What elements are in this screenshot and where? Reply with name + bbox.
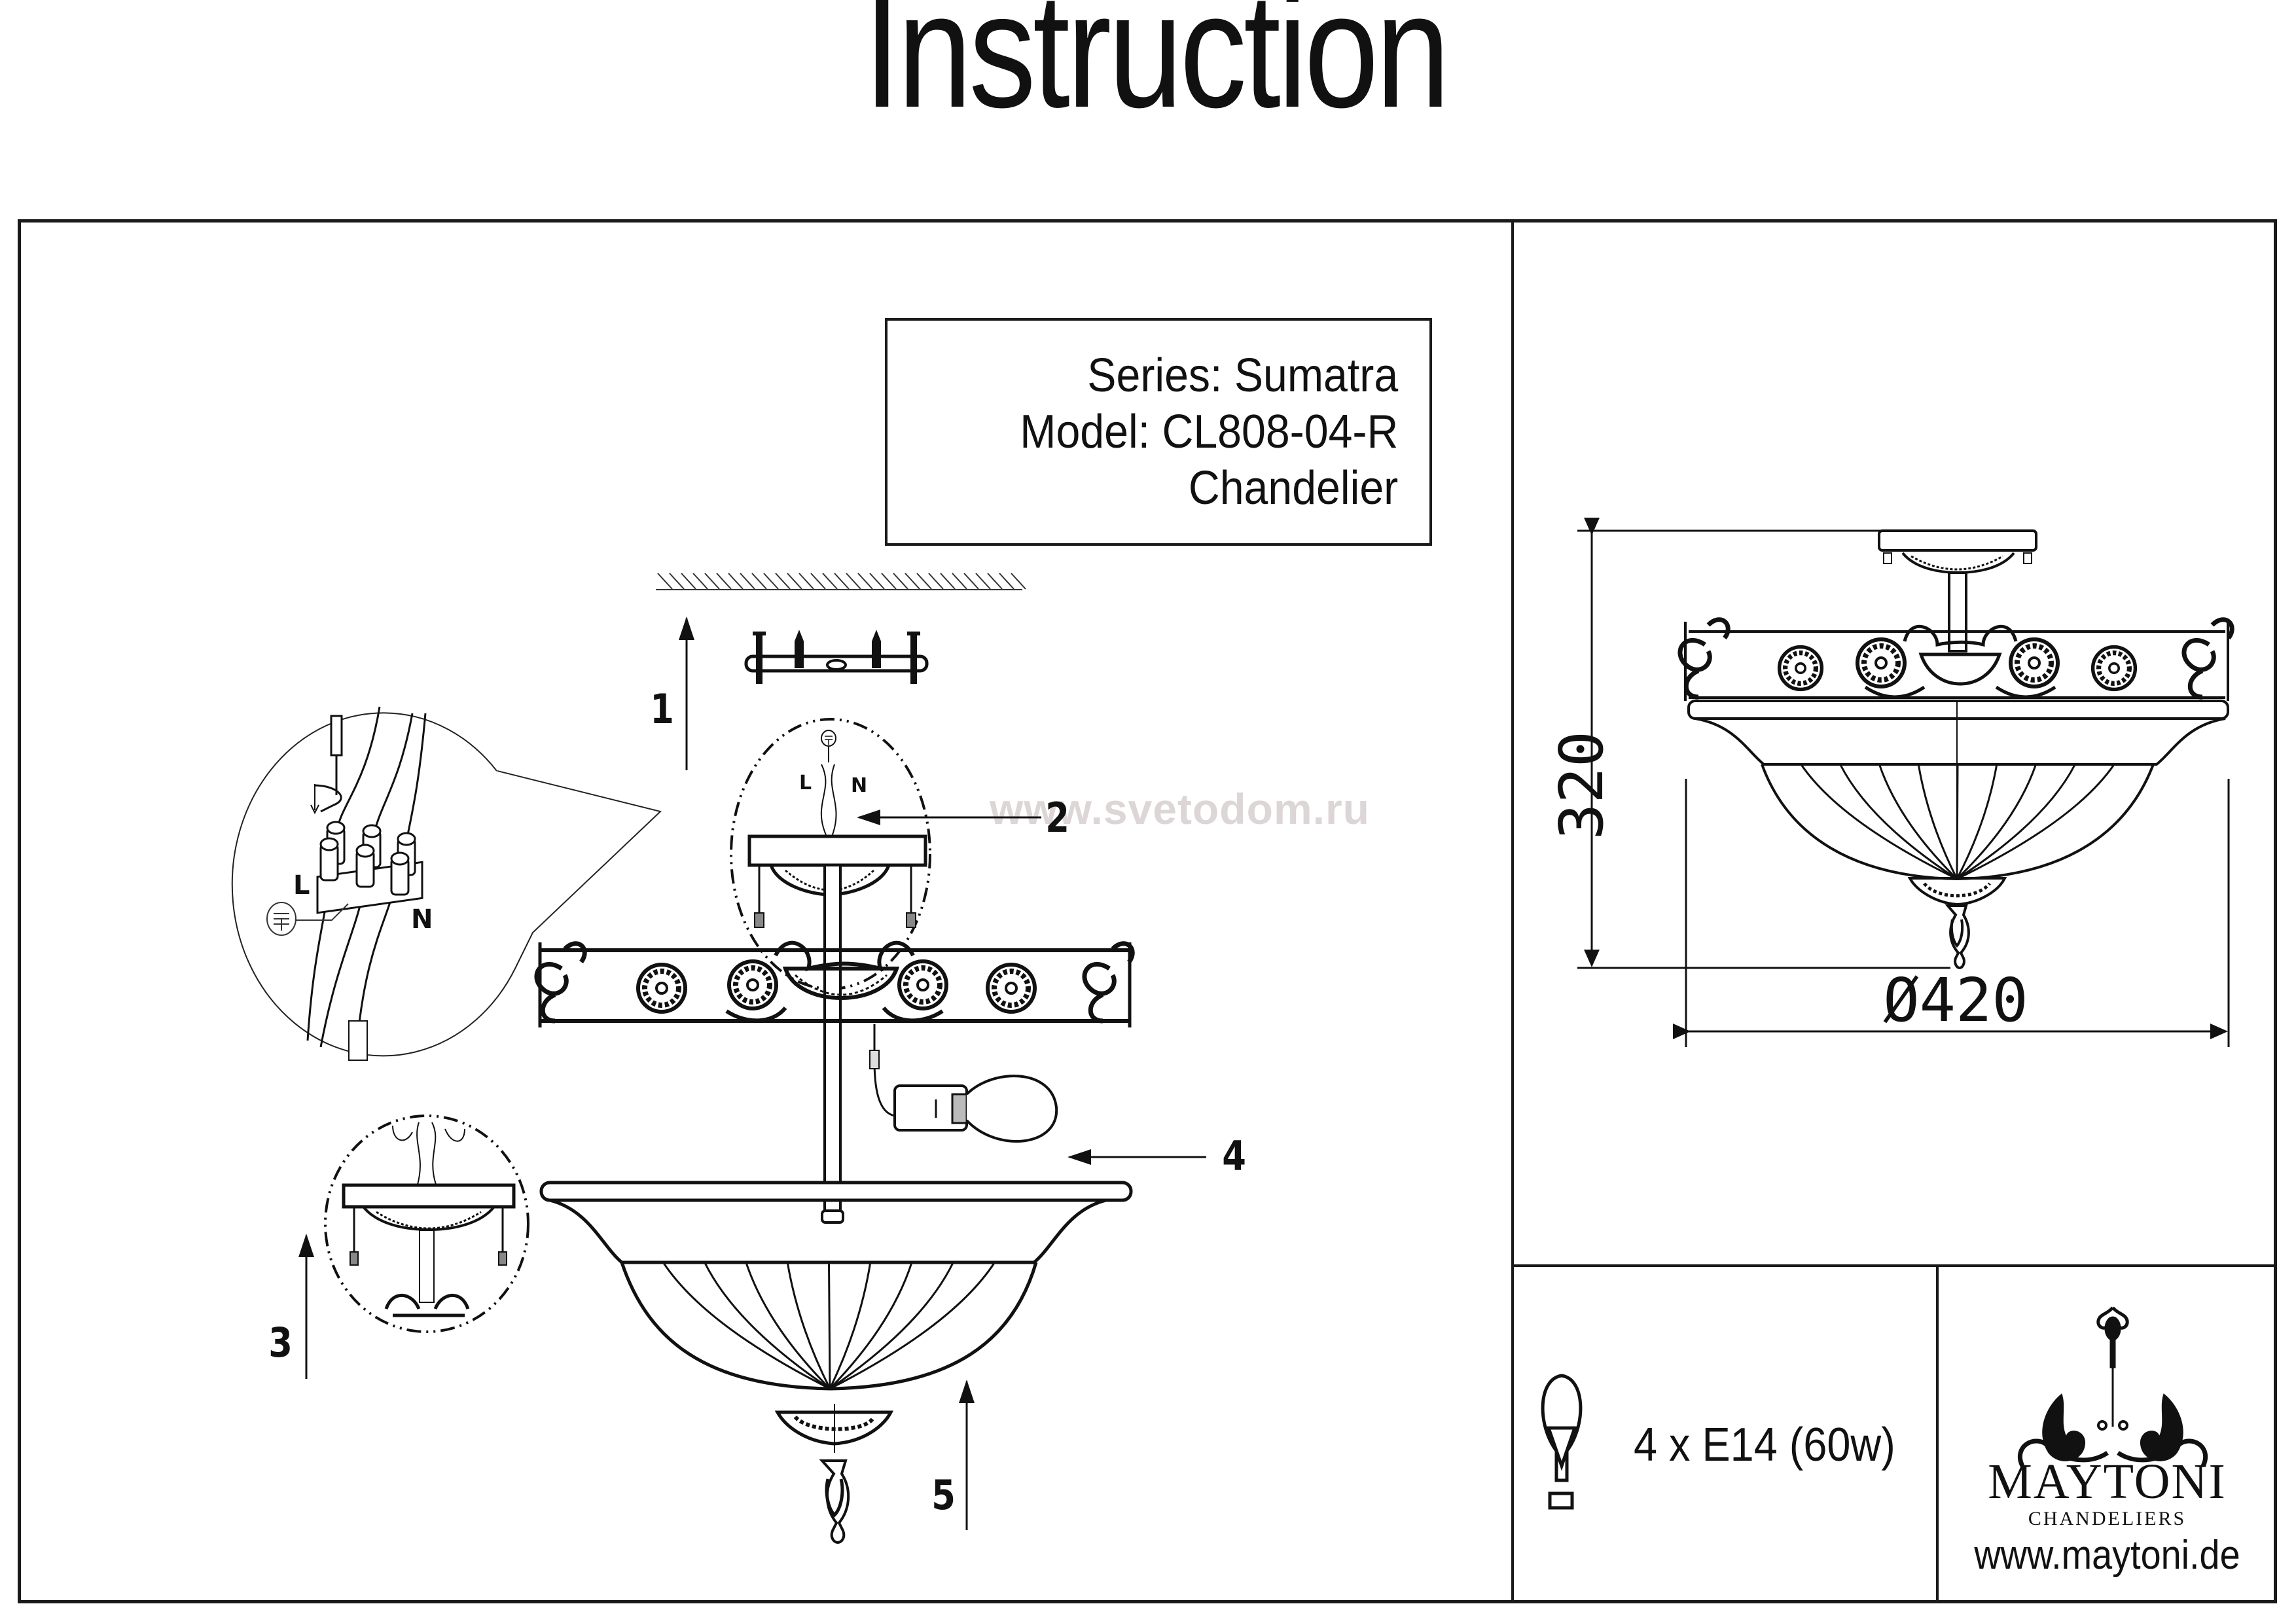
panel-divider-horizontal [1511, 1264, 2277, 1267]
hatch-stroke [669, 573, 685, 590]
hatch-stroke [952, 573, 967, 590]
step-number-5: 5 [931, 1471, 956, 1519]
glass-bowl [539, 1181, 1133, 1391]
height-dimension-label: 320 [1547, 731, 1617, 840]
center-rod [823, 864, 842, 1223]
hatch-stroke [905, 573, 920, 590]
bowl-rib [828, 1262, 831, 1389]
hatch-stroke [728, 573, 744, 590]
hatch-stroke [987, 573, 1003, 590]
brand-subtitle: CHANDELIERS [2028, 1508, 2187, 1529]
wiring-detail-callout [231, 706, 662, 1061]
wire-label-live-2: L [799, 772, 812, 794]
model-label: Model: CL808-04-R [1019, 406, 1398, 458]
hatch-stroke [657, 573, 673, 590]
product-type-label: Chandelier [1188, 462, 1398, 514]
brand-url-link[interactable]: www.maytoni.de [1974, 1533, 2240, 1578]
wire-label-neutral: N [411, 904, 433, 935]
bowl-rib [1839, 764, 1958, 880]
hatch-stroke [1011, 573, 1026, 590]
panel-divider-vertical [1511, 219, 1514, 1603]
hatch-stroke [740, 573, 755, 590]
hatch-stroke [787, 573, 802, 590]
hatch-stroke [681, 573, 696, 590]
hatch-stroke [916, 573, 932, 590]
bowl-rib [662, 1262, 831, 1390]
hatch-stroke [869, 573, 885, 590]
wire-label-neutral-2: N [851, 774, 867, 797]
bowl-rib [829, 1262, 996, 1390]
hatch-stroke [810, 573, 826, 590]
watermark: www.svetodom.ru [990, 785, 1370, 833]
diameter-dimension-label: Ø420 [1883, 965, 2028, 1035]
bowl-rib [1878, 764, 1958, 880]
bulb-assembly [869, 1024, 1058, 1143]
hatch-stroke [857, 573, 873, 590]
hatch-stroke [881, 573, 897, 590]
hatch-stroke [940, 573, 956, 590]
hatch-stroke [928, 573, 944, 590]
hatch-stroke [798, 573, 814, 590]
hatch-stroke [704, 573, 720, 590]
step-number-4: 4 [1222, 1132, 1246, 1180]
hatch-stroke [975, 573, 991, 590]
ceiling-hatch [656, 573, 1026, 590]
bowl-rib [1956, 764, 2115, 880]
finial-assembly [774, 1404, 894, 1544]
bulb-spec-label: 4 x E14 (60w) [1634, 1419, 1895, 1471]
bowl-rib [1956, 764, 2076, 880]
step-number-3: 3 [268, 1319, 293, 1366]
hatch-stroke [692, 573, 708, 590]
bowl-rib [1956, 764, 2037, 880]
bowl-rib [829, 1262, 872, 1389]
bowl-rib [1800, 764, 1958, 880]
panel-divider-brand [1936, 1264, 1939, 1603]
hatch-stroke [716, 573, 732, 590]
bowl-rib [1956, 764, 1998, 880]
decorative-ring-band [537, 940, 1132, 1027]
hatch-stroke [893, 573, 908, 590]
hatch-stroke [751, 573, 767, 590]
light-bulb-icon [1541, 1374, 1583, 1510]
dimension-drawing [1577, 518, 2232, 1047]
bowl-rib [1917, 764, 1958, 880]
page-title: Instruction [863, 0, 1450, 141]
step-number-1: 1 [650, 685, 674, 733]
drawing-frame [18, 219, 2277, 1603]
step-number-2: 2 [1045, 794, 1069, 842]
brand-name: MAYTONI [1988, 1454, 2227, 1509]
hatch-stroke [963, 573, 979, 590]
hatch-stroke [999, 573, 1014, 590]
bowl-rib [786, 1262, 831, 1389]
bowl-rib [829, 1262, 954, 1390]
bowl-rib [745, 1262, 831, 1390]
wire-label-live: L [293, 870, 310, 901]
hatch-stroke [775, 573, 791, 590]
bowl-rib [829, 1262, 913, 1390]
brand-logo-icon [2017, 1306, 2208, 1467]
series-label: Series: Sumatra [1087, 349, 1398, 402]
canopy-detail-oval [730, 718, 931, 990]
hatch-stroke [763, 573, 779, 590]
canopy-fix-detail-oval [324, 1115, 529, 1333]
hatch-stroke [834, 573, 850, 590]
product-info-box: Series: Sumatra Model: CL808-04-R Chande… [885, 318, 1432, 546]
mounting-bracket [744, 630, 929, 684]
bowl-rib [704, 1262, 831, 1390]
hatch-stroke [846, 573, 861, 590]
hatch-stroke [822, 573, 838, 590]
